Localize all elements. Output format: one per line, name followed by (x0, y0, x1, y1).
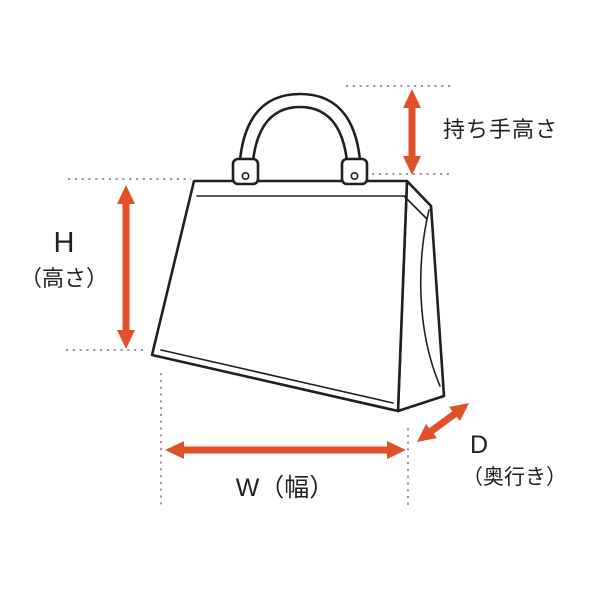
height-label: H （高さ） (14, 225, 114, 293)
depth-paren: （奥行き） (462, 466, 567, 490)
height-arrow (117, 185, 135, 349)
arrowhead-up-icon (117, 185, 135, 204)
depth-label: D （奥行き） (462, 430, 567, 492)
arrowhead-left-icon (165, 441, 184, 459)
width-arrow (165, 441, 406, 459)
handle-height-arrow (403, 89, 421, 175)
handle-tab-left (231, 157, 260, 186)
handbag-line-art (150, 92, 446, 413)
arrowhead-downleft-icon (417, 424, 437, 442)
width-label: W（幅） (235, 474, 335, 502)
height-paren: （高さ） (19, 266, 108, 292)
arrowhead-right-icon (387, 441, 406, 459)
handle-rivet-left (241, 172, 250, 181)
handle-height-label: 持ち手高さ (443, 117, 559, 142)
bag-bottom-piping (160, 349, 394, 404)
arrow-shaft (427, 410, 459, 435)
bag-frame-line (196, 195, 428, 220)
handle-rivet-right (350, 172, 359, 181)
bag-gusset-fold (419, 209, 441, 387)
bag-front-panel (150, 179, 409, 413)
arrowhead-down-icon (117, 330, 135, 349)
depth-letter: D (470, 431, 489, 459)
height-letter: H (53, 227, 75, 259)
arrowhead-upright-icon (449, 403, 469, 421)
arrowhead-down-icon (403, 156, 421, 175)
arrowhead-up-icon (403, 89, 421, 108)
depth-arrow (417, 403, 469, 442)
handle-tab-right (340, 157, 369, 186)
